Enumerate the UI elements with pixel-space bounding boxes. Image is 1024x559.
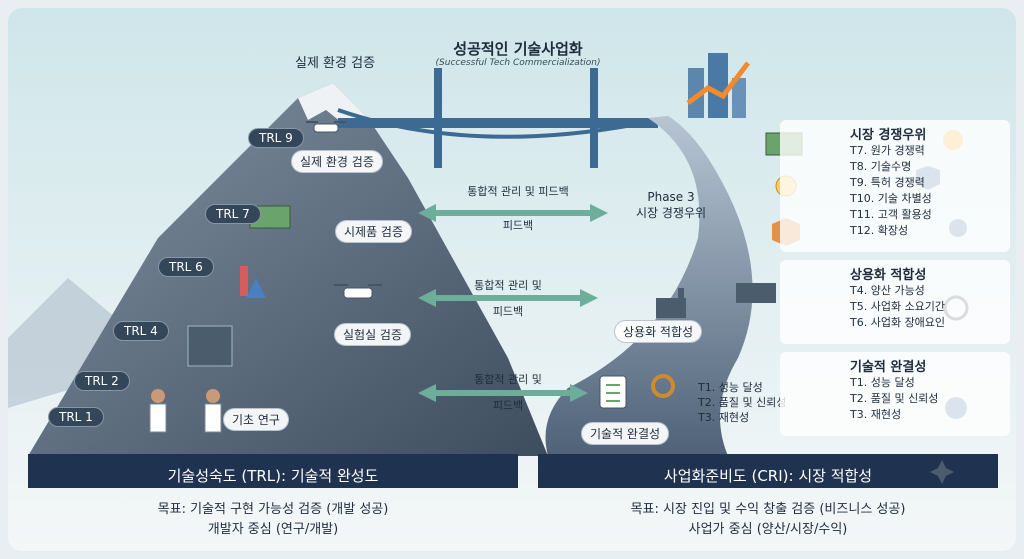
panel-heading: 상용화 적합성 xyxy=(850,268,927,283)
production-icon xyxy=(736,283,776,303)
panel-item: T12. 확장성 xyxy=(850,224,909,237)
panel-item: T11. 고객 활용성 xyxy=(850,208,932,221)
bridge-deck xyxy=(338,118,658,128)
trl-1-badge: TRL 1 xyxy=(48,407,104,427)
bridge-tower-left xyxy=(434,68,442,168)
stage-lab: 실험실 검증 xyxy=(334,323,412,346)
growth-arrow xyxy=(686,61,750,105)
trl-7-badge: TRL 7 xyxy=(205,204,261,224)
trl-band-title: 기술성숙도 (TRL): 기술적 완성도 xyxy=(167,467,379,485)
phase-label: Phase 3 시장 경쟁우위 xyxy=(635,190,707,220)
panel-item: T10. 기술 차별성 xyxy=(850,192,932,205)
panel-heading: 기술적 완결성 xyxy=(850,360,927,375)
summit-label: 실제 환경 검증 xyxy=(295,56,376,71)
road-commercial-label: 상용화 적합성 xyxy=(614,320,703,343)
trl-9-badge: TRL 9 xyxy=(248,128,304,148)
road-technical-items: T1. 성능 달성 T2. 품질 및 신뢰성 T3. 재현성 xyxy=(698,381,787,424)
panel-item: T3. 재현성 xyxy=(850,408,902,421)
trl-4-badge: TRL 4 xyxy=(113,321,169,341)
stage-real-env: 실제 환경 검증 xyxy=(291,150,383,173)
infographic: 성공적인 기술사업화 (Successful Tech Commercializ… xyxy=(8,8,1016,551)
panel-item: T6. 사업화 장애요인 xyxy=(850,316,946,329)
cri-goal: 목표: 시장 진입 및 수익 창출 검증 (비즈니스 성공) 사업가 중심 (양… xyxy=(630,502,906,537)
city-building xyxy=(732,78,746,118)
road xyxy=(545,116,753,456)
gear-icon xyxy=(651,374,675,398)
stage-prototype: 시제품 검증 xyxy=(335,220,413,243)
factory-icon xyxy=(656,288,686,318)
feedback-arrow-top xyxy=(418,204,608,222)
trl-band xyxy=(28,454,518,488)
page-title: 성공적인 기술사업화 xyxy=(453,40,583,58)
feedback-bottom-label: 통합적 관리 및 피드백 xyxy=(474,373,542,412)
feedback-middle-label: 통합적 관리 및 피드백 xyxy=(474,279,542,318)
panel-item: T2. 품질 및 신뢰성 xyxy=(850,392,939,405)
chip-icon xyxy=(187,325,233,367)
panel-item: T4. 양산 가능성 xyxy=(850,284,925,297)
panel-commercial-fit: 상용화 적합성 T4. 양산 가능성 T5. 사업화 소요기간 T6. 사업화 … xyxy=(780,260,1010,344)
flask-icon xyxy=(240,266,266,298)
drone-icon xyxy=(306,121,346,133)
city-building xyxy=(688,68,704,118)
page-subtitle: (Successful Tech Commercialization) xyxy=(435,58,601,68)
panel-item: T1. 성능 달성 xyxy=(850,376,915,389)
city-building xyxy=(708,53,728,118)
trl-2-badge: TRL 2 xyxy=(74,371,130,391)
panel-technical-completeness: 기술적 완결성 T1. 성능 달성 T2. 품질 및 신뢰성 T3. 재현성 xyxy=(780,352,1010,436)
panel-market-advantage: 시장 경쟁우위 T7. 원가 경쟁력 T8. 기술수명 T9. 특허 경쟁력 T… xyxy=(780,120,1010,252)
cri-band xyxy=(538,454,998,488)
panel-item: T5. 사업화 소요기간 xyxy=(850,300,946,313)
bridge-tower-right xyxy=(590,68,598,168)
trl-6-badge: TRL 6 xyxy=(158,257,214,277)
drone-icon xyxy=(334,284,382,299)
sparkle-icon xyxy=(930,460,954,484)
feedback-arrow-bottom xyxy=(418,384,588,402)
mountain xyxy=(28,83,548,456)
panel-item: T8. 기술수명 xyxy=(850,160,912,173)
scientist-icon xyxy=(149,389,222,433)
checklist-icon xyxy=(599,375,627,409)
road-technical-label: 기술적 완결성 xyxy=(581,422,670,445)
cri-band-title: 사업화준비도 (CRI): 시장 적합성 xyxy=(663,467,873,485)
panel-heading: 시장 경쟁우위 xyxy=(850,128,927,143)
panel-item: T9. 특허 경쟁력 xyxy=(850,176,925,189)
stage-basic-research: 기초 연구 xyxy=(223,408,289,431)
feedback-arrow-middle xyxy=(418,289,598,307)
feedback-top-label: 통합적 관리 및 피드백 피드백 xyxy=(467,185,569,232)
panel-item: T7. 원가 경쟁력 xyxy=(850,144,925,157)
trl-goal: 목표: 기술적 구현 가능성 검증 (개발 성공) 개발자 중심 (연구/개발) xyxy=(157,502,389,537)
